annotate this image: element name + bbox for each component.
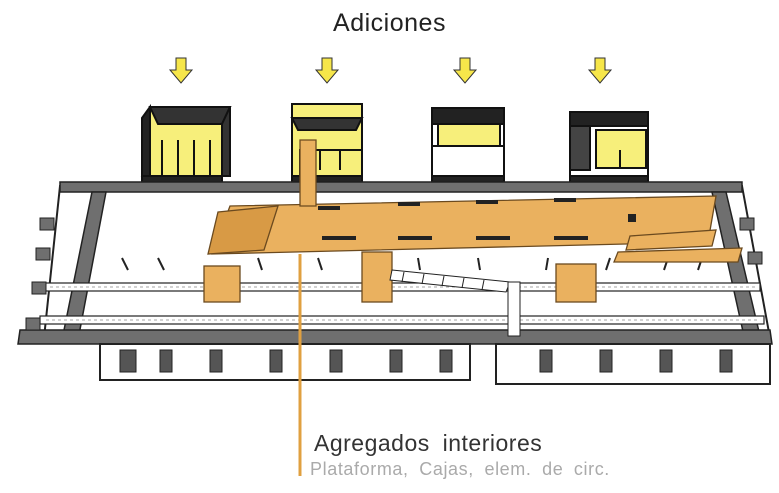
platform-details xyxy=(318,198,636,240)
arrow-4 xyxy=(587,57,613,84)
diagram-title: Adiciones xyxy=(333,9,446,37)
arrow-1 xyxy=(168,57,194,84)
stair-element xyxy=(389,269,521,337)
addition-box-3 xyxy=(431,107,505,183)
addition-box-2 xyxy=(290,103,364,183)
addition-box-4 xyxy=(569,111,649,183)
arrow-2 xyxy=(314,57,340,84)
interior-sublabel: Plataforma, Cajas, elem. de circ. xyxy=(310,459,610,479)
addition-arrows xyxy=(168,57,613,84)
arrow-3 xyxy=(452,57,478,84)
interior-label: Agregados interiores xyxy=(314,430,543,456)
addition-box-1 xyxy=(140,103,232,183)
